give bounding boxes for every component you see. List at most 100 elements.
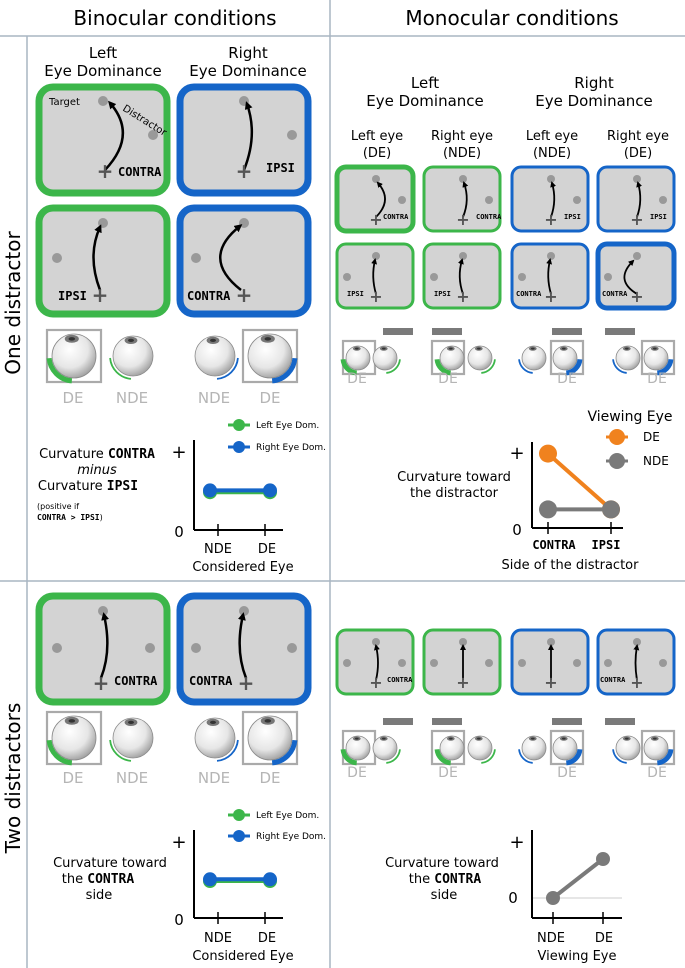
data-point <box>546 891 560 905</box>
plot-area <box>539 444 620 519</box>
pupil-icon <box>653 737 657 740</box>
data-point <box>203 872 217 887</box>
x-axis-label: Considered Eye <box>192 949 293 964</box>
contra-label: CONTRA <box>516 290 542 298</box>
distractor-dot <box>148 130 158 140</box>
distractor-dot <box>430 273 438 281</box>
x-tick-label: DE <box>595 931 613 946</box>
plot-area <box>546 852 610 905</box>
chart-ylabel-3: side <box>431 888 458 903</box>
occluder-bar <box>552 718 582 725</box>
x-axis-label: Viewing Eye <box>538 949 617 964</box>
chart-plus: + <box>509 443 524 464</box>
target-dot <box>372 175 380 183</box>
data-point <box>602 500 620 519</box>
eye-label-de: DE <box>438 371 458 387</box>
target-dot <box>633 252 641 260</box>
legend-label-de: DE <box>643 430 660 444</box>
chart-zero: 0 <box>174 523 184 541</box>
data-point <box>263 872 277 887</box>
occluder-bar <box>432 328 462 335</box>
x-axis-label: Side of the distractor <box>502 558 640 573</box>
retina-arc-icon <box>518 359 533 374</box>
chart-ylabel-1: Curvature toward <box>53 856 167 871</box>
eyeball-icon <box>345 735 371 761</box>
retina-arc-icon <box>46 739 73 766</box>
target-dot <box>633 638 641 646</box>
pupil-icon <box>68 337 76 341</box>
ipsi-label: IPSI <box>266 161 295 175</box>
legend-marker-nde <box>609 453 625 469</box>
eye-label-nde: NDE <box>198 389 230 407</box>
target-dot <box>98 606 108 616</box>
eyeball-icon <box>439 735 465 761</box>
data-point <box>539 444 557 463</box>
target-dot <box>239 218 249 228</box>
legend-marker-de <box>609 429 625 445</box>
ipsi-label: IPSI <box>58 289 87 303</box>
pupil-icon <box>531 737 535 740</box>
chart-plus: + <box>171 832 186 853</box>
target-dot <box>98 96 108 106</box>
fixation-cross: + <box>92 283 109 307</box>
mono-sub-3a: Left eye <box>526 129 578 144</box>
de-box <box>45 328 103 384</box>
fixation-cross: + <box>544 287 557 306</box>
fixation-cross: + <box>630 210 643 229</box>
mono-panel <box>596 165 676 233</box>
mono1-panels: +CONTRA+CONTRA+IPSI+IPSI+IPSI+IPSI+CONTR… <box>334 164 677 311</box>
eye-label-de: DE <box>347 765 367 781</box>
chart-ylabel-minus: minus <box>77 463 117 478</box>
retina-arc-icon <box>109 739 132 762</box>
fixation-cross: + <box>456 210 469 229</box>
distractor-dot <box>485 659 493 667</box>
chart-ylabel: Curvature CONTRA <box>39 447 155 462</box>
pupil-icon <box>264 719 272 723</box>
target-dot <box>459 175 467 183</box>
bino1-eye-icons <box>45 328 299 384</box>
distractor-dot <box>52 253 62 263</box>
chart-zero: 0 <box>508 889 518 907</box>
distractor-dot <box>604 659 612 667</box>
data-point <box>539 500 557 519</box>
eyeball-icon <box>194 717 236 759</box>
distractor-dot <box>287 130 297 140</box>
chart-ylabel-3: Curvature IPSI <box>38 479 138 494</box>
occluder-bar <box>383 718 413 725</box>
legend-label-left: Left Eye Dom. <box>256 421 319 431</box>
retina-arc-icon <box>386 359 401 374</box>
eyeball-icon <box>615 735 641 761</box>
eye-label-nde: NDE <box>116 769 148 787</box>
chart-ylabel-2: the CONTRA <box>409 872 482 887</box>
contra-label: CONTRA <box>383 213 409 221</box>
eyeball-icon <box>467 735 493 761</box>
x-axis-label: Considered Eye <box>192 560 293 575</box>
saccade-arrow <box>373 644 380 681</box>
mono-sub-2b: (NDE) <box>443 146 481 161</box>
eyeball-icon <box>372 345 398 371</box>
fixation-cross: + <box>544 210 557 229</box>
pupil-icon <box>68 719 76 723</box>
target-dot <box>547 175 555 183</box>
bino1-panel-left-bottom <box>35 204 171 318</box>
retina-arc-icon <box>481 749 496 764</box>
pupil-icon <box>449 347 453 350</box>
eye-label-de: DE <box>62 389 83 407</box>
pupil-icon <box>355 347 359 350</box>
bino1-panel-right-bottom <box>176 204 312 318</box>
fixation-cross: + <box>93 671 110 695</box>
eyeball-icon <box>643 345 669 371</box>
data-point <box>203 483 217 498</box>
mono-sub-2a: Right eye <box>431 129 493 144</box>
occluder-bar <box>432 718 462 725</box>
retina-arc-icon <box>612 359 627 374</box>
chart-plus: + <box>171 442 186 463</box>
saccade-arrow <box>623 259 638 295</box>
saccade-arrow <box>219 224 243 291</box>
distractor-dot <box>145 643 155 653</box>
pupil-icon <box>264 337 272 341</box>
target-dot <box>459 638 467 646</box>
fixation-cross: + <box>236 283 253 307</box>
retina-arc-icon <box>434 748 452 766</box>
